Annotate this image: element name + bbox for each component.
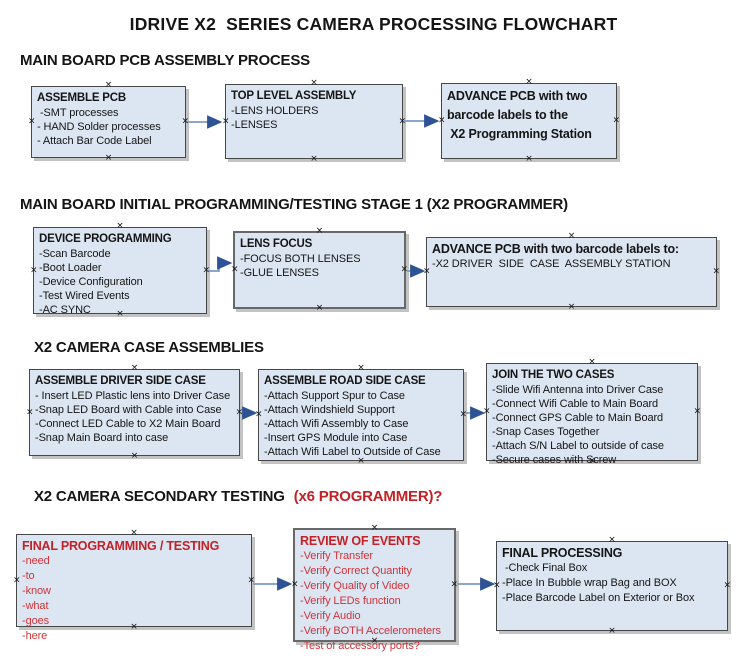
box-item: -need [22, 555, 50, 567]
box-item: -Verify Audio [300, 610, 361, 622]
section-heading-pcb-assembly: MAIN BOARD PCB ASSEMBLY PROCESS [20, 52, 310, 69]
flow-box-assemble-driver-side-case[interactable]: ASSEMBLE DRIVER SIDE CASE - Insert LED P… [26, 364, 243, 461]
box-item: -goes [22, 615, 50, 627]
box-item: -Check Final Box [502, 562, 588, 574]
box-title: REVIEW OF EVENTS [300, 534, 421, 548]
box-item: -LENS HOLDERS [231, 105, 319, 117]
box-item: -Snap Cases Together [492, 426, 600, 438]
box-item-overflow: -Test of accessory ports? [300, 640, 420, 652]
section-heading-case-assemblies: X2 CAMERA CASE ASSEMBLIES [34, 339, 264, 356]
box-item: - Attach Bar Code Label [37, 135, 152, 147]
box-title: DEVICE PROGRAMMING [39, 233, 172, 245]
flow-box-top-level-assembly[interactable]: TOP LEVEL ASSEMBLY -LENS HOLDERS -LENSES… [222, 79, 406, 164]
box-item: - Insert LED Plastic lens into Driver Ca… [35, 390, 231, 402]
box-title: JOIN THE TWO CASES [492, 369, 615, 381]
box-title: ADVANCE PCB with two barcode labels to t… [447, 89, 592, 141]
flow-box-final-processing[interactable]: FINAL PROCESSING -Check Final Box -Place… [493, 536, 731, 636]
box-item: -Attach Wifi Label to Outside of Case [264, 446, 441, 458]
box-item: -SMT processes [37, 107, 119, 119]
box-title: LENS FOCUS [240, 238, 313, 250]
box-item: -FOCUS BOTH LENSES [240, 253, 361, 265]
box-item: -Place In Bubble wrap Bag and BOX [502, 577, 677, 589]
section-heading-initial-programming: MAIN BOARD INITIAL PROGRAMMING/TESTING S… [20, 196, 568, 213]
section-heading-black-part: X2 CAMERA SECONDARY TESTING [34, 488, 285, 505]
box-item: -Attach Windshield Support [264, 404, 395, 416]
box-item: -know [22, 585, 51, 597]
flow-box-review-of-events[interactable]: REVIEW OF EVENTS -Verify Transfer -Verif… [291, 524, 458, 653]
box-item: -Verify Transfer [300, 550, 373, 562]
box-item: -Place Barcode Label on Exterior or Box [502, 592, 695, 604]
box-item: -Connect Wifi Cable to Main Board [492, 398, 659, 410]
box-title: ASSEMBLE DRIVER SIDE CASE [35, 375, 206, 387]
box-item: -Verify BOTH Accelerometers [300, 625, 441, 637]
box-title: ASSEMBLE PCB [37, 92, 126, 104]
flow-box-advance-pcb-driver-side[interactable]: ADVANCE PCB with two barcode labels to: … [423, 232, 720, 312]
box-item: -Snap LED Board with Cable into Case [35, 404, 222, 416]
box-item: -Slide Wifi Antenna into Driver Case [492, 384, 664, 396]
box-item: -Attach Wifi Assembly to Case [264, 418, 409, 430]
box-title: TOP LEVEL ASSEMBLY [231, 90, 357, 102]
box-item: -X2 DRIVER SIDE CASE ASSEMBLY STATION [432, 258, 671, 270]
section-heading-secondary-testing: X2 CAMERA SECONDARY TESTING (x6 PROGRAMME… [34, 488, 442, 505]
box-item: -Verify Correct Quantity [300, 565, 412, 577]
box-item: -Test Wired Events [39, 290, 130, 302]
box-item: -Attach Support Spur to Case [264, 390, 405, 402]
box-item: -Connect LED Cable to X2 Main Board [35, 418, 221, 430]
flow-box-advance-pcb-programming-station[interactable]: ADVANCE PCB with two barcode labels to t… [438, 78, 620, 164]
box-item: -AC SYNC [39, 304, 91, 316]
section-heading-red-part: (x6 PROGRAMMER)? [293, 488, 443, 505]
box-item: -what [22, 600, 49, 612]
box-item: -to [22, 570, 35, 582]
box-title: ASSEMBLE ROAD SIDE CASE [264, 375, 426, 387]
box-item: -Connect GPS Cable to Main Board [492, 412, 664, 424]
flow-box-assemble-pcb[interactable]: ASSEMBLE PCB -SMT processes - HAND Solde… [28, 81, 189, 163]
box-item: -here [22, 630, 48, 642]
flow-box-assemble-road-side-case[interactable]: ASSEMBLE ROAD SIDE CASE -Attach Support … [255, 364, 467, 466]
box-title: ADVANCE PCB with two barcode labels to: [432, 242, 679, 256]
box-item: -GLUE LENSES [240, 267, 319, 279]
connector-arrow-3[interactable] [208, 256, 233, 272]
box-item: -Verify LEDs function [300, 595, 401, 607]
box-item: -Attach S/N Label to outside of case [492, 440, 664, 452]
box-title: FINAL PROGRAMMING / TESTING [22, 539, 220, 553]
box-title: FINAL PROCESSING [502, 546, 623, 560]
box-item: -Device Configuration [39, 276, 143, 288]
box-item: -Boot Loader [39, 262, 102, 274]
box-item: -Scan Barcode [39, 248, 111, 260]
box-item: -Insert GPS Module into Case [264, 432, 408, 444]
box-item: -Verify Quality of Video [300, 580, 410, 592]
box-item: -Secure cases with Screw [492, 454, 617, 466]
box-item: -Snap Main Board into case [35, 432, 169, 444]
box-item: -LENSES [231, 119, 278, 131]
page-title: IDRIVE X2 SERIES CAMERA PROCESSING FLOWC… [129, 14, 618, 34]
box-item: - HAND Solder processes [37, 121, 161, 133]
